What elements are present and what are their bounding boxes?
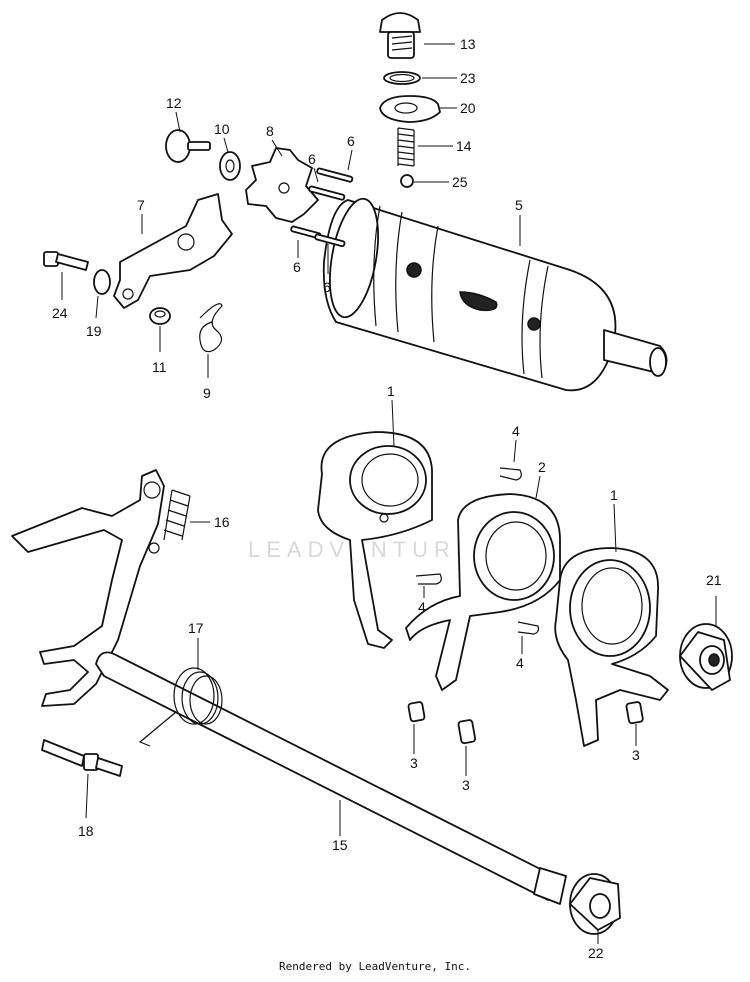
part-13-plug-bolt (379, 12, 455, 59)
callout-11: 11 (152, 359, 167, 375)
part-14-spring (397, 127, 453, 167)
callout-6-top-left: 6 (308, 151, 316, 167)
part-12-bolt (165, 111, 211, 163)
part-22-oil-seal (569, 873, 621, 944)
callout-19: 19 (86, 323, 102, 339)
callout-13: 13 (460, 36, 476, 52)
part-4-clips (415, 439, 540, 654)
part-7-stopper-arm (113, 193, 233, 309)
part-16-spring (163, 489, 210, 541)
callout-3-center: 3 (462, 777, 470, 793)
callout-14: 14 (456, 138, 472, 154)
part-18-stud-bolt (41, 739, 123, 819)
callout-18: 18 (78, 823, 94, 839)
part-21-oil-seal (679, 596, 733, 691)
part-19-washer (93, 269, 111, 319)
part-1-shift-fork-left (317, 399, 433, 649)
part-20-washer-plate (379, 95, 457, 123)
callout-4-left: 4 (418, 599, 426, 615)
part-gearshift-arm (11, 469, 165, 707)
callout-3-right: 3 (632, 747, 640, 763)
part-8-star-plate (245, 139, 319, 223)
callout-20: 20 (460, 100, 476, 116)
footer-credit: Rendered by LeadVenture, Inc. (278, 960, 472, 973)
part-17-torsion-spring (138, 638, 223, 747)
callout-3-left: 3 (410, 755, 418, 771)
callout-16: 16 (214, 514, 230, 530)
callout-6-bottom-left: 6 (293, 259, 301, 275)
part-3-guide-pins (407, 701, 644, 776)
callout-25: 25 (452, 174, 468, 190)
part-24-bolt (43, 251, 89, 300)
part-10-washer (219, 137, 241, 181)
part-11-collar (149, 307, 171, 352)
callout-21: 21 (706, 572, 722, 588)
part-1-shift-fork-right (554, 503, 669, 747)
callout-6-bottom-right: 6 (323, 279, 331, 295)
callout-8: 8 (266, 123, 274, 139)
callout-23: 23 (460, 70, 476, 86)
part-9-return-spring (199, 303, 223, 378)
part-2-shift-fork-center (405, 475, 561, 691)
callout-2: 2 (538, 459, 546, 475)
callout-6-top-right: 6 (347, 133, 355, 149)
callout-17: 17 (188, 620, 204, 636)
callout-1-left: 1 (387, 383, 395, 399)
part-5-shift-drum (322, 197, 668, 392)
callout-5: 5 (515, 197, 523, 213)
callout-9: 9 (203, 385, 211, 401)
part-6-pins (290, 149, 354, 274)
callout-10: 10 (214, 121, 230, 137)
callout-22: 22 (588, 945, 604, 961)
part-15-shift-shaft (95, 651, 567, 905)
callout-4-top: 4 (512, 423, 520, 439)
callout-12: 12 (166, 95, 182, 111)
callout-1-right: 1 (610, 487, 618, 503)
callout-24: 24 (52, 305, 68, 321)
callout-4-right: 4 (516, 655, 524, 671)
callout-7: 7 (137, 197, 145, 213)
part-25-ball (400, 174, 449, 188)
part-23-o-ring (383, 71, 457, 85)
callout-15: 15 (332, 837, 348, 853)
